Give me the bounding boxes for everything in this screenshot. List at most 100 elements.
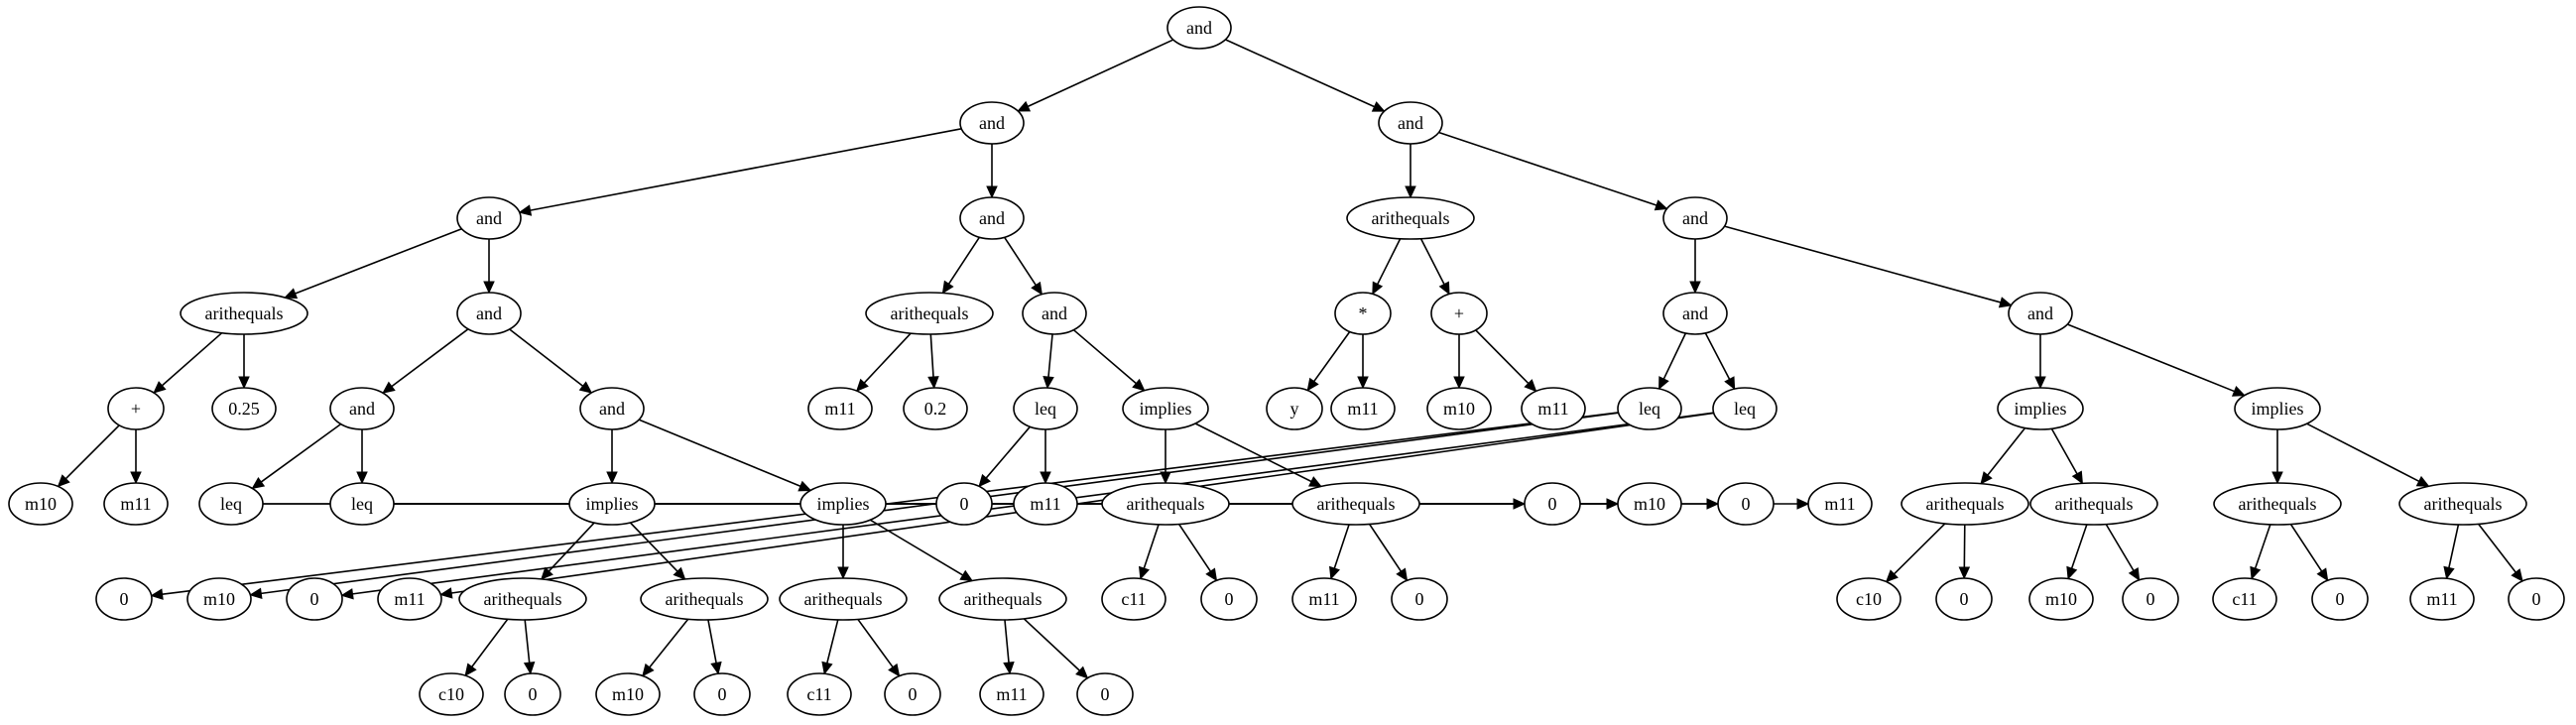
node-ellipse	[1122, 387, 1209, 430]
arrowhead-icon	[153, 381, 167, 394]
edge-line	[1662, 332, 1687, 380]
tree-node-n6: and	[456, 292, 522, 335]
tree-node-n20: +	[1430, 292, 1488, 335]
arrowhead-icon	[888, 663, 901, 677]
edge-line	[509, 328, 584, 387]
edge-line	[64, 424, 120, 480]
node-ellipse	[1013, 482, 1078, 526]
node-label: m11	[120, 494, 151, 514]
edge-line	[524, 619, 531, 664]
node-label: and	[349, 399, 375, 419]
edge-n1-n4	[986, 144, 998, 199]
edge-n3-n5	[284, 227, 462, 300]
node-ellipse	[568, 482, 656, 526]
node-label: c11	[2232, 589, 2257, 609]
tree-node-n64: 0	[693, 672, 751, 716]
edge-line	[2066, 323, 2235, 393]
edge-n22-n40	[2066, 323, 2246, 397]
edge-line	[1369, 524, 1403, 572]
node-label: m11	[1347, 399, 1378, 419]
edge-line	[1072, 329, 1137, 385]
edge-line	[162, 412, 1619, 595]
edge-n21-n37	[1658, 332, 1687, 391]
edge-line	[1178, 524, 1212, 572]
arrowhead-icon	[1017, 100, 1032, 112]
edge-n11-n23	[57, 424, 120, 488]
edge-n22-n39	[2034, 334, 2046, 390]
arrowhead-icon	[927, 376, 939, 390]
node-ellipse	[1524, 482, 1581, 526]
edge-n45-n70	[1958, 524, 1971, 580]
edge-n3-n6	[483, 239, 495, 295]
arrowhead-icon	[1998, 297, 2013, 308]
edge-n20-n36	[1475, 329, 1537, 393]
edge-n27-n58	[629, 522, 686, 580]
tree-node-n65: c11	[787, 672, 852, 716]
tree-node-n47: arithequals	[2213, 482, 2342, 526]
node-label: m10	[1634, 494, 1665, 514]
node-label: and	[599, 399, 625, 419]
node-label: arithequals	[484, 589, 562, 609]
node-ellipse	[377, 577, 442, 621]
node-ellipse	[1935, 577, 1993, 621]
node-ellipse	[2311, 577, 2369, 621]
node-ellipse	[1330, 387, 1396, 430]
tree-node-n37: leq	[1617, 387, 1682, 430]
arrowhead-icon	[673, 566, 686, 580]
arrowhead-icon	[1524, 379, 1537, 393]
node-label: 0.25	[228, 399, 260, 419]
tree-node-n67: m11	[979, 672, 1044, 716]
arrowhead-icon	[1138, 565, 1150, 580]
edges-layer	[57, 39, 2523, 679]
node-label: and	[2027, 303, 2053, 323]
edge-line	[161, 332, 223, 387]
arrowhead-icon	[2316, 567, 2329, 582]
arrowhead-icon	[1796, 498, 1810, 510]
arrowhead-icon	[986, 185, 998, 199]
tree-node-n27: implies	[568, 482, 656, 526]
node-ellipse	[1266, 387, 1323, 430]
tree-node-n11: +	[107, 387, 165, 430]
node-ellipse	[959, 101, 1025, 145]
arrowhead-icon	[1453, 376, 1465, 390]
node-label: c10	[438, 684, 464, 704]
node-ellipse	[1836, 577, 1901, 621]
tree-node-n69: c10	[1836, 577, 1901, 621]
tree-node-n35: m10	[1426, 387, 1492, 430]
edge-n27-n57	[540, 522, 595, 580]
edge-n4-n9	[941, 236, 981, 295]
node-ellipse	[1617, 387, 1682, 430]
edge-n14-n27	[606, 429, 618, 485]
node-ellipse	[458, 577, 587, 621]
node-ellipse	[1901, 482, 2029, 526]
edge-n4-n10	[1003, 236, 1043, 296]
arrowhead-icon	[483, 281, 495, 295]
tree-node-n25: leq	[198, 482, 264, 526]
node-label: leq	[351, 494, 373, 514]
node-ellipse	[1662, 292, 1728, 335]
node-label: leq	[1734, 399, 1756, 419]
node-label: 0	[1742, 494, 1751, 514]
node-ellipse	[2029, 482, 2158, 526]
edge-n48-n76	[2478, 523, 2523, 582]
edge-n10-n18	[1072, 329, 1146, 392]
edge-line	[1475, 329, 1530, 385]
node-ellipse	[1807, 482, 1873, 526]
arrowhead-icon	[2271, 471, 2283, 485]
node-ellipse	[1391, 577, 1448, 621]
node-label: c11	[1121, 589, 1146, 609]
edge-n46-n71	[2066, 524, 2088, 580]
arrowhead-icon	[150, 588, 164, 600]
arrowhead-icon	[1043, 376, 1054, 390]
edge-line	[2478, 523, 2516, 573]
node-ellipse	[1101, 577, 1166, 621]
node-ellipse	[329, 387, 395, 430]
node-label: 0	[718, 684, 727, 704]
edge-n7-n19	[1372, 238, 1402, 296]
tree-node-n48: arithequals	[2398, 482, 2527, 526]
edge-n5-n12	[238, 334, 250, 390]
tree-node-n4: and	[959, 196, 1025, 240]
node-ellipse	[1662, 196, 1728, 240]
edge-n9-n16	[927, 333, 939, 390]
